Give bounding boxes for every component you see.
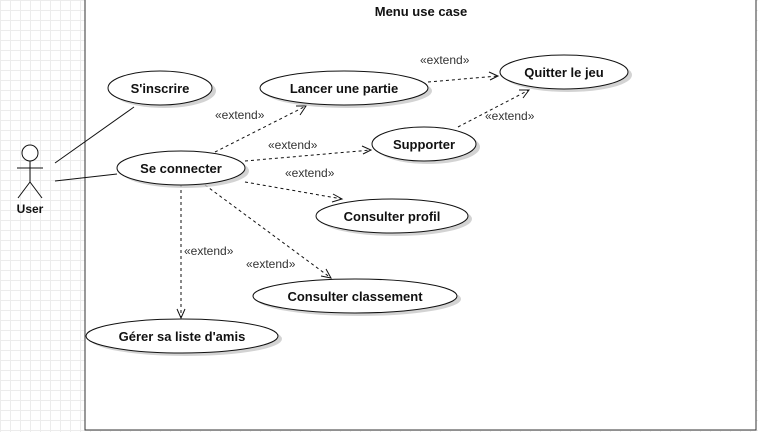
use-case-amis[interactable]: Gérer sa liste d'amis: [85, 318, 282, 356]
use-case-lancer[interactable]: Lancer une partie: [259, 70, 432, 108]
arrowhead: [320, 268, 332, 279]
extend-supporter-quitter-label: «extend»: [485, 109, 535, 123]
extend-classement-label: «extend»: [246, 257, 296, 271]
arrowhead: [296, 105, 307, 116]
use-case-classement[interactable]: Consulter classement: [252, 278, 461, 316]
association-user-connecter[interactable]: [54, 173, 118, 182]
arrowhead: [331, 193, 344, 203]
extend-lancer-label: «extend»: [215, 108, 265, 122]
use-case-profil[interactable]: Consulter profil: [315, 198, 472, 236]
actor-right-leg: [29, 181, 43, 199]
extend-supporter-label: «extend»: [268, 138, 318, 152]
arrowhead: [519, 89, 530, 99]
use-case-label: Quitter le jeu: [524, 65, 604, 80]
use-case-quitter[interactable]: Quitter le jeu: [499, 54, 632, 92]
use-case-inscrire[interactable]: S'inscrire: [107, 70, 216, 108]
arrowhead: [361, 145, 373, 155]
extend-profil-label: «extend»: [285, 166, 335, 180]
arrowhead: [176, 308, 186, 320]
extend-profil-line: [244, 181, 343, 200]
extend-lancer[interactable]: [214, 105, 307, 153]
use-case-label: Consulter profil: [344, 209, 441, 224]
extend-profil[interactable]: [244, 181, 344, 203]
use-case-label: Consulter classement: [287, 289, 423, 304]
use-case-supporter[interactable]: Supporter: [371, 126, 480, 164]
use-case-label: Lancer une partie: [290, 81, 398, 96]
use-case-connecter[interactable]: Se connecter: [116, 150, 249, 188]
extend-quitter-from-supporter[interactable]: [457, 89, 530, 128]
use-case-label: Gérer sa liste d'amis: [119, 329, 246, 344]
extend-supporter[interactable]: [244, 145, 373, 162]
extend-lancer-line: [214, 105, 307, 153]
extend-quitter-label: «extend»: [420, 53, 470, 67]
arrowhead: [488, 71, 500, 81]
extend-classement[interactable]: [204, 184, 332, 279]
actor-left-leg: [17, 181, 31, 199]
extend-quitter-from-lancer[interactable]: [427, 71, 500, 83]
system-title: Menu use case: [375, 4, 468, 19]
extend-supporter-quitter-line: [457, 89, 530, 128]
extend-amis[interactable]: [176, 184, 186, 320]
extend-amis-label: «extend»: [184, 244, 234, 258]
extend-classement-line: [204, 184, 332, 279]
use-case-label: Supporter: [393, 137, 455, 152]
use-case-label: Se connecter: [140, 161, 222, 176]
use-case-label: S'inscrire: [131, 81, 190, 96]
actor-label: User: [17, 202, 44, 216]
association-user-inscrire[interactable]: [54, 106, 135, 164]
actor-user[interactable]: User: [17, 144, 44, 216]
actor-head: [21, 144, 39, 162]
